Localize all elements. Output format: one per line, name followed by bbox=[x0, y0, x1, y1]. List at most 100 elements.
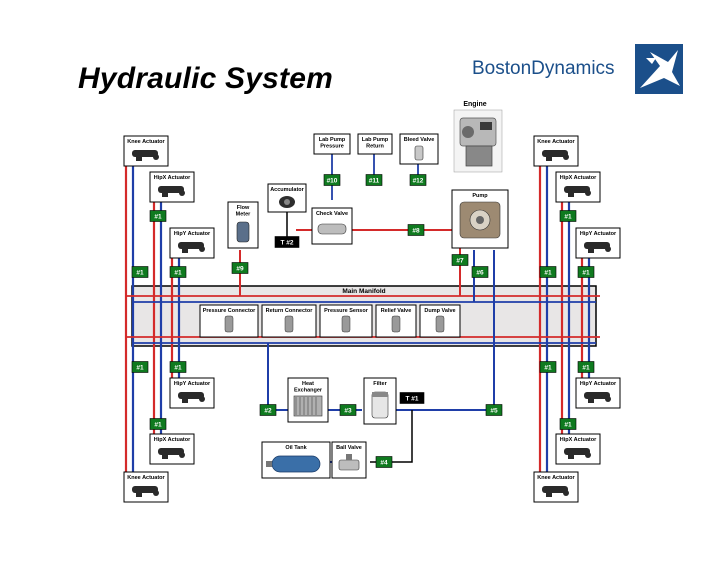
line-tag-label: #12 bbox=[413, 178, 424, 185]
line-tag-label: #1 bbox=[582, 270, 590, 277]
line-tag-label: #1 bbox=[174, 270, 182, 277]
accumulator-label: Accumulator bbox=[270, 187, 304, 193]
line-tag-T1: T #1 bbox=[399, 392, 425, 404]
manifold-component-label: Return Connector bbox=[266, 308, 314, 314]
line-tag-label: #1 bbox=[582, 365, 590, 372]
brand-wordmark: BostonDynamics bbox=[472, 58, 615, 79]
manifold-component-3: Pressure Sensor bbox=[319, 304, 373, 338]
manifold-component-1: Pressure Connector bbox=[199, 304, 259, 338]
bleed-valve-label: Bleed Valve bbox=[404, 137, 435, 143]
actuator-label: HipY Actuator bbox=[580, 381, 617, 387]
ball-valve: Ball Valve bbox=[331, 441, 367, 479]
line-tag-t1: #1 bbox=[131, 361, 149, 373]
actuator-right-1: Knee Actuator bbox=[533, 135, 579, 167]
actuator-left-1: Knee Actuator bbox=[123, 135, 169, 167]
actuator-label: HipX Actuator bbox=[560, 437, 597, 443]
manifold-component-label: Dump Valve bbox=[424, 308, 455, 314]
actuator-label: HipX Actuator bbox=[154, 437, 191, 443]
actuator-left-3: HipY Actuator bbox=[169, 227, 215, 259]
manifold-component-label: Pressure Sensor bbox=[324, 308, 369, 314]
actuator-label: Knee Actuator bbox=[537, 139, 575, 145]
accumulator: Accumulator bbox=[267, 183, 307, 213]
manifold-component-label: Relief Valve bbox=[381, 308, 412, 314]
actuator-label: HipX Actuator bbox=[154, 175, 191, 181]
manifold-component-4: Relief Valve bbox=[375, 304, 417, 338]
line-tag-label: #1 bbox=[564, 422, 572, 429]
actuator-label: Knee Actuator bbox=[537, 475, 575, 481]
check-valve: Check Valve bbox=[311, 207, 353, 245]
actuator-right-4: HipY Actuator bbox=[575, 377, 621, 409]
line-tag-t1: #1 bbox=[559, 418, 577, 430]
oil-tank: Oil Tank bbox=[261, 441, 331, 479]
ball-valve-label: Ball Valve bbox=[336, 445, 362, 451]
line-tag-t1: #1 bbox=[149, 210, 167, 222]
manifold-component-5: Dump Valve bbox=[419, 304, 461, 338]
line-tag-t1: #1 bbox=[577, 266, 595, 278]
actuator-left-6: Knee Actuator bbox=[123, 471, 169, 503]
filter-label: Filter bbox=[373, 381, 387, 387]
actuator-right-6: Knee Actuator bbox=[533, 471, 579, 503]
line-tag-label: T #2 bbox=[280, 240, 293, 247]
line-tag-t1: #1 bbox=[169, 361, 187, 373]
line-tag-label: #9 bbox=[236, 266, 244, 273]
engine: Engine bbox=[453, 101, 503, 173]
filter: Filter bbox=[363, 377, 397, 425]
pump: Pump bbox=[451, 189, 509, 249]
line-tag-label: #7 bbox=[456, 258, 464, 265]
line-tag-t1: #1 bbox=[169, 266, 187, 278]
line-tag-label: #10 bbox=[327, 178, 338, 185]
line-tag-t11: #11 bbox=[365, 174, 383, 186]
line-tag-label: T #1 bbox=[405, 396, 418, 403]
line-tag-t8: #8 bbox=[407, 224, 425, 236]
line-tag-label: #1 bbox=[174, 365, 182, 372]
actuator-left-4: HipY Actuator bbox=[169, 377, 215, 409]
page-title: Hydraulic System bbox=[78, 62, 333, 95]
actuator-label: HipY Actuator bbox=[580, 231, 617, 237]
line-tag-label: #1 bbox=[154, 422, 162, 429]
line-tag-label: #8 bbox=[412, 228, 420, 235]
line-tag-t1: #1 bbox=[577, 361, 595, 373]
line-tag-label: #1 bbox=[136, 365, 144, 372]
actuator-label: HipY Actuator bbox=[174, 381, 211, 387]
actuator-right-5: HipX Actuator bbox=[555, 433, 601, 465]
line-tag-label: #11 bbox=[369, 178, 380, 185]
bleed-valve: Bleed Valve bbox=[399, 133, 439, 165]
line-tag-t1: #1 bbox=[539, 361, 557, 373]
engine-label: Engine bbox=[463, 101, 486, 108]
line-tag-t4: #4 bbox=[375, 456, 393, 468]
actuator-left-5: HipX Actuator bbox=[149, 433, 195, 465]
line-tag-t9: #9 bbox=[231, 262, 249, 274]
line-tag-t2: #2 bbox=[259, 404, 277, 416]
line-tag-label: #6 bbox=[476, 270, 484, 277]
line-tag-t1: #1 bbox=[539, 266, 557, 278]
line-tag-t6: #6 bbox=[471, 266, 489, 278]
actuator-label: HipX Actuator bbox=[560, 175, 597, 181]
line-tag-T2: T #2 bbox=[274, 236, 300, 248]
line-tag-label: #3 bbox=[344, 408, 352, 415]
oil-tank-label: Oil Tank bbox=[285, 445, 307, 451]
actuator-left-2: HipX Actuator bbox=[149, 171, 195, 203]
check-valve-label: Check Valve bbox=[316, 211, 348, 217]
main-manifold-label: Main Manifold bbox=[342, 288, 385, 295]
line-tags: #1 #1 #1 #1 #1 #1 #1 #1 #1 #1 #1 #1 #10 #11 #12 #9 #8 #7 #… bbox=[131, 174, 595, 468]
actuator-label: Knee Actuator bbox=[127, 475, 165, 481]
line-tag-label: #1 bbox=[544, 365, 552, 372]
line-tag-t10: #10 bbox=[323, 174, 341, 186]
line-tag-label: #1 bbox=[564, 214, 572, 221]
line-tag-t1: #1 bbox=[559, 210, 577, 222]
line-tag-t12: #12 bbox=[409, 174, 427, 186]
manifold-component-2: Return Connector bbox=[261, 304, 317, 338]
actuator-label: HipY Actuator bbox=[174, 231, 211, 237]
actuator-label: Knee Actuator bbox=[127, 139, 165, 145]
line-tag-t1: #1 bbox=[131, 266, 149, 278]
